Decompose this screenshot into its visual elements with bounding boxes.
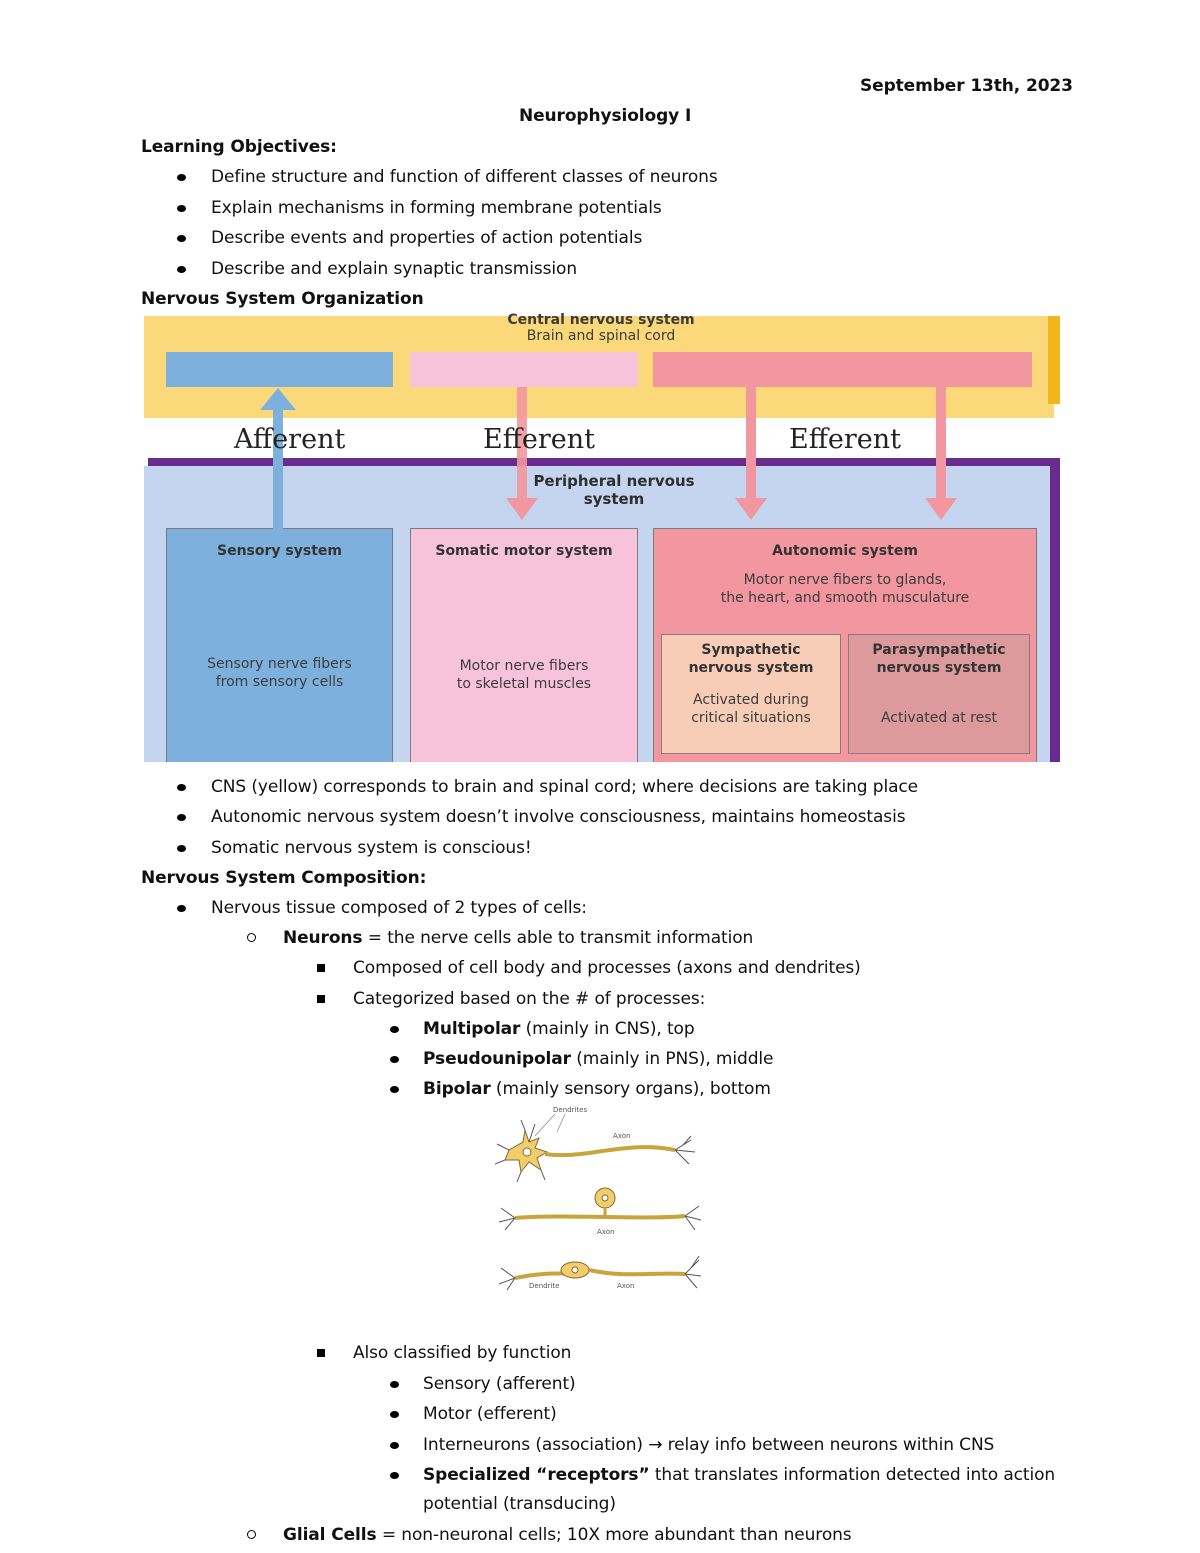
neurons-definition: = the nerve cells able to transmit infor… bbox=[362, 928, 754, 948]
bullet-icon bbox=[177, 227, 186, 249]
gap-strip bbox=[144, 418, 1062, 458]
sensory-system-box: Sensory system Sensory nerve fibers from… bbox=[166, 528, 393, 762]
neuron-type-term: Pseudounipolar bbox=[423, 1049, 571, 1069]
neuron-type-desc: (mainly in PNS), middle bbox=[570, 1049, 774, 1069]
sensory-system-desc: Sensory nerve fibers from sensory cells bbox=[207, 656, 352, 690]
parasympathetic-title: Parasympathetic nervous system bbox=[872, 642, 1006, 676]
objective-item: Explain mechanisms in forming membrane p… bbox=[211, 198, 662, 218]
bullet-icon bbox=[177, 197, 186, 219]
function-item: Sensory (afferent) bbox=[423, 1374, 576, 1394]
square-bullet-icon bbox=[317, 957, 325, 979]
date: September 13th, 2023 bbox=[860, 76, 1073, 96]
autonomic-system-desc: Motor nerve fibers to glands, the heart,… bbox=[720, 572, 970, 606]
axon-label: Axon bbox=[617, 1282, 634, 1290]
efferent-label: Efferent bbox=[483, 424, 595, 455]
bullet-icon bbox=[390, 1078, 399, 1100]
specialized-desc: that translates information detected int… bbox=[649, 1465, 1056, 1485]
dendrite-label: Dendrite bbox=[529, 1282, 559, 1290]
neurons-term: Neurons bbox=[283, 928, 363, 948]
multipolar-neuron-icon bbox=[495, 1119, 696, 1183]
dendrites-label: Dendrites bbox=[553, 1106, 587, 1114]
glial-item: Glial Cells = non-neuronal cells; 10X mo… bbox=[283, 1524, 852, 1546]
function-item: Specialized “receptors” that translates … bbox=[423, 1464, 1055, 1486]
glial-term: Glial Cells bbox=[283, 1525, 377, 1545]
parasympathetic-desc: Activated at rest bbox=[880, 710, 998, 726]
somatic-system-desc: Motor nerve fibers to skeletal muscles bbox=[456, 658, 592, 692]
circle-bullet-icon bbox=[247, 927, 256, 949]
cns-band-edge bbox=[1048, 316, 1060, 404]
neuron-type-item: Multipolar (mainly in CNS), top bbox=[423, 1018, 695, 1040]
parasympathetic-box: Parasympathetic nervous system Activated… bbox=[848, 634, 1030, 754]
bullet-icon bbox=[177, 806, 186, 828]
bullet-icon bbox=[177, 776, 186, 798]
cns-somatic-box bbox=[410, 352, 638, 387]
cns-title: Central nervous system bbox=[507, 312, 695, 328]
square-bullet-icon bbox=[317, 988, 325, 1010]
composition-heading: Nervous System Composition: bbox=[141, 868, 427, 888]
objective-item: Define structure and function of differe… bbox=[211, 167, 718, 187]
note-item: Autonomic nervous system doesn’t involve… bbox=[211, 807, 906, 827]
bullet-icon bbox=[177, 837, 186, 859]
axon-label: Axon bbox=[597, 1228, 614, 1236]
bullet-icon bbox=[177, 897, 186, 919]
cns-subtitle: Brain and spinal cord bbox=[526, 328, 676, 344]
circle-bullet-icon bbox=[247, 1524, 256, 1546]
neuron-type-term: Bipolar bbox=[423, 1079, 491, 1099]
somatic-system-title: Somatic motor system bbox=[435, 543, 613, 559]
tissue-item: Nervous tissue composed of 2 types of ce… bbox=[211, 898, 587, 918]
bullet-icon bbox=[390, 1464, 399, 1486]
specialized-term: Specialized “receptors” bbox=[423, 1465, 650, 1485]
objectives-heading: Learning Objectives: bbox=[141, 137, 337, 157]
axon-label: Axon bbox=[613, 1132, 630, 1140]
note-item: Somatic nervous system is conscious! bbox=[211, 838, 532, 858]
function-item: Motor (efferent) bbox=[423, 1404, 557, 1424]
sensory-system-title: Sensory system bbox=[217, 543, 342, 559]
efferent-label: Efferent bbox=[789, 424, 901, 455]
bullet-icon bbox=[390, 1373, 399, 1395]
categorized-item: Categorized based on the # of processes: bbox=[353, 989, 706, 1009]
glial-definition: = non-neuronal cells; 10X more abundant … bbox=[376, 1525, 852, 1545]
neuron-type-desc: (mainly sensory organs), bottom bbox=[490, 1079, 771, 1099]
bullet-icon bbox=[390, 1434, 399, 1456]
neuron-types-figure: Dendrites Axon Axon Dendrite Axon bbox=[495, 1106, 702, 1291]
neuron-type-desc: (mainly in CNS), top bbox=[520, 1019, 695, 1039]
square-bullet-icon bbox=[317, 1342, 325, 1364]
neuron-type-term: Multipolar bbox=[423, 1019, 521, 1039]
specialized-desc-continued: potential (transducing) bbox=[423, 1494, 616, 1514]
composed-item: Composed of cell body and processes (axo… bbox=[353, 958, 861, 978]
autonomic-system-title: Autonomic system bbox=[772, 543, 918, 559]
bullet-icon bbox=[177, 166, 186, 188]
neuron-type-item: Bipolar (mainly sensory organs), bottom bbox=[423, 1078, 771, 1100]
flow-arrows bbox=[260, 387, 957, 530]
sympathetic-box: Sympathetic nervous system Activated dur… bbox=[661, 634, 841, 754]
afferent-label: Afferent bbox=[234, 424, 346, 455]
objective-item: Describe events and properties of action… bbox=[211, 228, 643, 248]
cns-sensory-box bbox=[166, 352, 393, 387]
sympathetic-desc: Activated during critical situations bbox=[691, 692, 811, 726]
sympathetic-title: Sympathetic nervous system bbox=[688, 642, 814, 676]
page-title: Neurophysiology I bbox=[519, 106, 692, 126]
neurons-item: Neurons = the nerve cells able to transm… bbox=[283, 927, 753, 949]
afferent-arrow-icon bbox=[260, 388, 296, 530]
bullet-icon bbox=[390, 1048, 399, 1070]
neuron-type-item: Pseudounipolar (mainly in PNS), middle bbox=[423, 1048, 773, 1070]
cns-autonomic-box bbox=[653, 352, 1032, 387]
somatic-system-box: Somatic motor system Motor nerve fibers … bbox=[410, 528, 638, 762]
bullet-icon bbox=[390, 1018, 399, 1040]
pseudounipolar-neuron-icon bbox=[498, 1187, 702, 1231]
function-heading: Also classified by function bbox=[353, 1343, 572, 1363]
objective-item: Describe and explain synaptic transmissi… bbox=[211, 259, 577, 279]
bipolar-neuron-icon bbox=[498, 1255, 702, 1291]
efferent-arrow-icon bbox=[735, 387, 767, 520]
organization-heading: Nervous System Organization bbox=[141, 289, 424, 309]
efferent-arrow-icon bbox=[925, 387, 957, 520]
note-item: CNS (yellow) corresponds to brain and sp… bbox=[211, 777, 919, 797]
bullet-icon bbox=[177, 258, 186, 280]
bullet-icon bbox=[390, 1403, 399, 1425]
nervous-system-diagram: Central nervous system Brain and spinal … bbox=[144, 312, 1062, 762]
efferent-arrow-icon bbox=[506, 387, 538, 520]
function-item: Interneurons (association) → relay info … bbox=[423, 1435, 995, 1455]
pns-title: Peripheral nervous system bbox=[533, 472, 695, 508]
